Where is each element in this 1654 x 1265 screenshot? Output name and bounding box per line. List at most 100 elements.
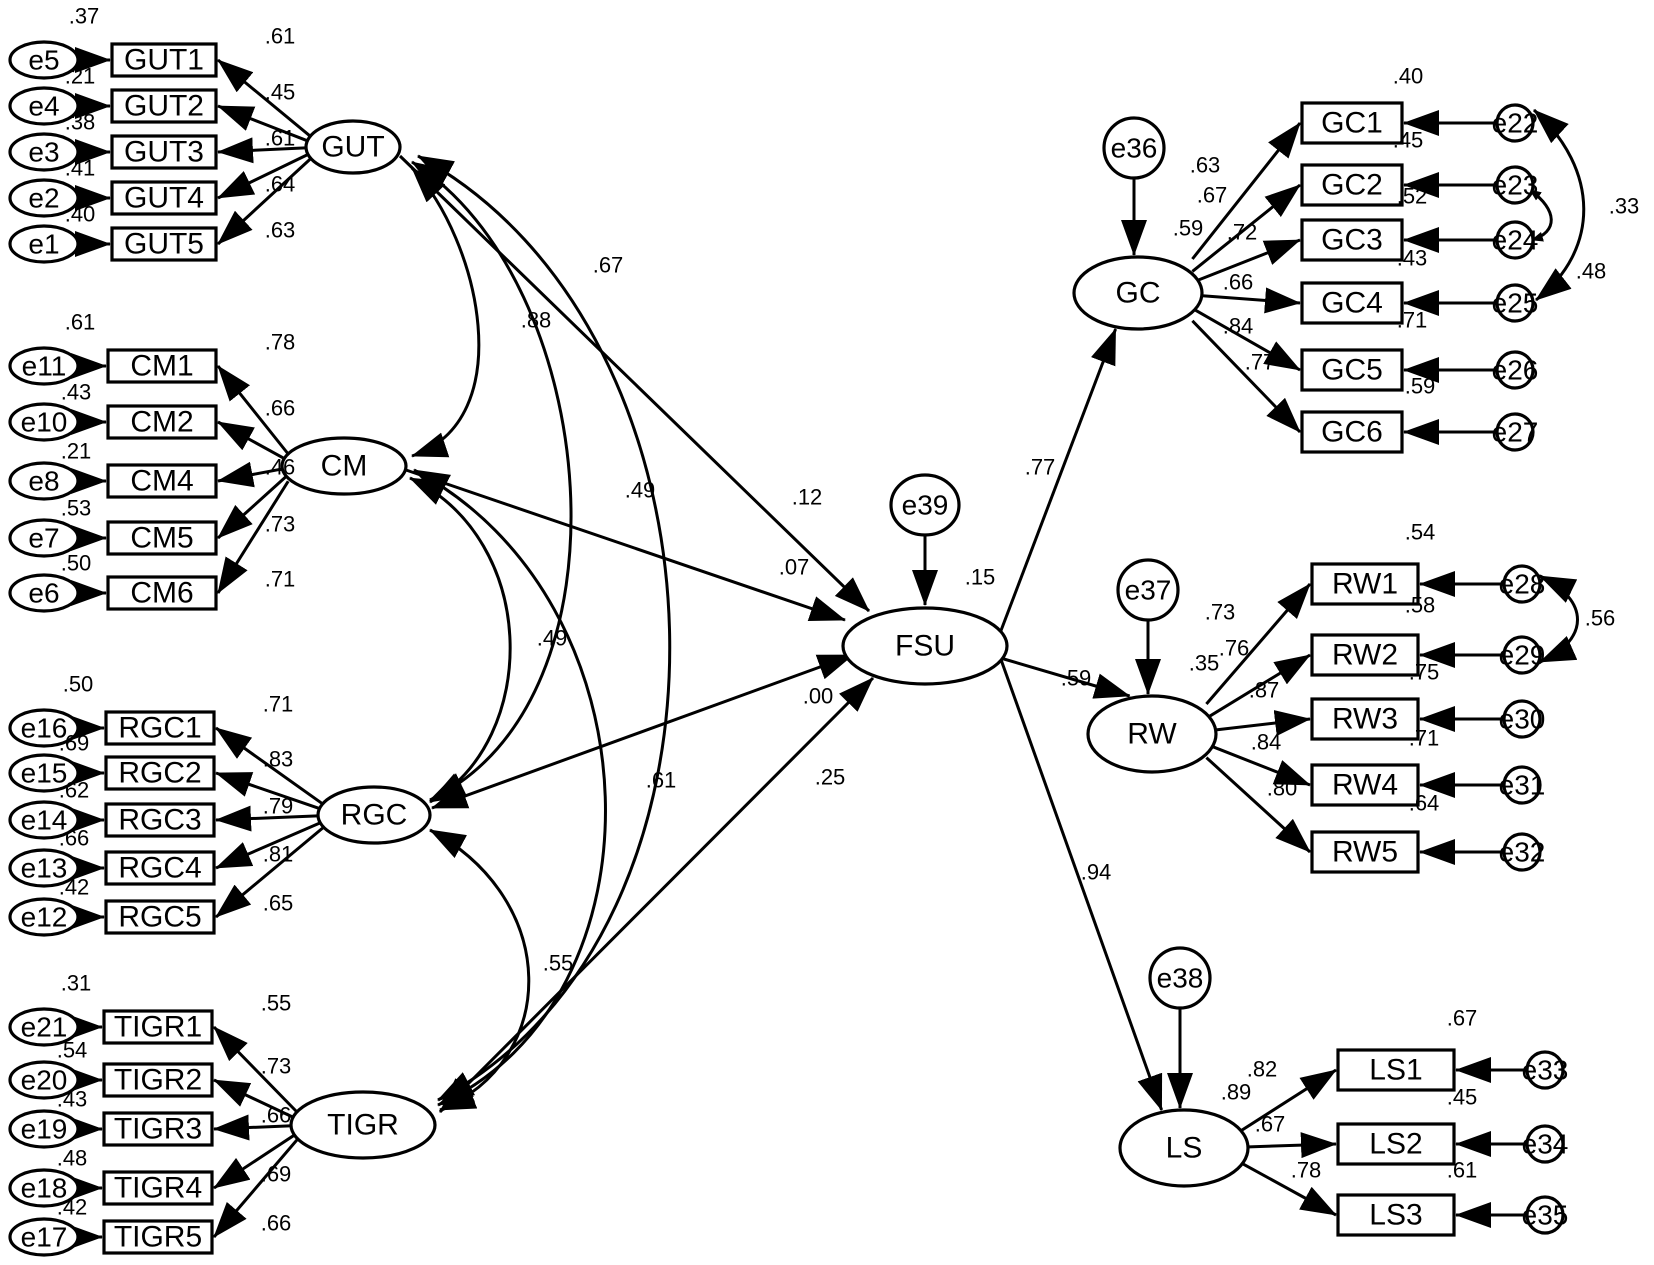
rsq-ls2-value: .45 (1447, 1085, 1478, 1110)
rsq-gc6-value: .59 (1405, 374, 1436, 399)
rsq-ls1-value: .67 (1447, 1006, 1478, 1031)
observed-ls2-box (1336, 1122, 1456, 1166)
error-e20-circle (8, 1060, 80, 1100)
path-fsu-rw-value: .59 (1061, 666, 1092, 691)
rsq-rgc5-value: .42 (59, 875, 90, 900)
corr-gc-e22-e24-value: .48 (1576, 259, 1607, 284)
loading-cm-cm1-arrow (216, 365, 290, 455)
rsq-rw5-value: .64 (1409, 791, 1440, 816)
loading-rw-5-value: .80 (1267, 776, 1298, 801)
observed-gc5-box (1300, 348, 1404, 392)
error-e15-label: e15 (21, 758, 68, 789)
error-e6-label: e6 (28, 578, 59, 609)
error-e14-label: e14 (21, 805, 68, 836)
error-e2-circle (8, 178, 80, 218)
error-e18-label: e18 (21, 1173, 68, 1204)
error-e39-circle (889, 473, 961, 537)
loading-gut-gut5-arrow (216, 157, 312, 246)
rsq-cm6-value: .50 (61, 551, 92, 576)
latent-rgc-label: RGC (341, 799, 408, 832)
error-e5-label: e5 (28, 45, 59, 76)
loading-rgc-rgc1-arrow (215, 726, 325, 806)
observed-rgc3-label: RGC3 (118, 804, 201, 837)
diagram-nodes: GUT1e5GUT2e4GUT3e3GUT4e2GUT5e1GUTCM1e11C… (8, 40, 1569, 1257)
error-e31-circle (1502, 765, 1542, 805)
error-e8-label: e8 (28, 466, 59, 497)
loading-gut-gut2-arrow (217, 104, 312, 144)
rsq-gc2-value: .45 (1393, 128, 1424, 153)
rsq-gc4-value: .43 (1397, 246, 1428, 271)
rsq-rgc3-value: .62 (59, 778, 90, 803)
latent-fsu-label: FSU (895, 630, 955, 663)
error-e3-circle (8, 132, 80, 172)
rsq-tigr2-value: .54 (57, 1038, 88, 1063)
loading-gc-gc4-arrow (1192, 287, 1301, 314)
error-e10-label: e10 (21, 407, 68, 438)
observed-rgc1-label: RGC1 (118, 712, 201, 745)
loading-cm-3-value: .46 (265, 455, 296, 480)
error-e35-label: e35 (1522, 1200, 1569, 1231)
path-fsu-gc-arrow (999, 328, 1118, 633)
corr-e23-e24-curve (1529, 188, 1553, 242)
error-e4-label: e4 (28, 91, 59, 122)
path-rgc-fsu-arrow (431, 653, 854, 810)
loading-gc-gc6-arrow (1191, 319, 1302, 434)
loading-rgc-3-value: .79 (263, 794, 294, 819)
rsq-gut1-value: .37 (69, 4, 100, 29)
loading-tigr-tigr2-arrow (213, 1078, 299, 1121)
corr-cm-rgc-value: .49 (537, 626, 568, 651)
error-e29-circle (1502, 635, 1542, 675)
rsq-tigr1-value: .31 (61, 971, 92, 996)
corr-gc-e22-e25-value: .33 (1609, 194, 1640, 219)
observed-cm1-label: CM1 (130, 350, 193, 383)
corr-gut-rgc-value: .49 (625, 478, 656, 503)
loading-cm-cm4-arrow (217, 461, 289, 488)
loading-tigr-1-value: .55 (261, 991, 292, 1016)
observed-tigr1-label: TIGR1 (114, 1011, 202, 1044)
observed-rgc2-label: RGC2 (118, 757, 201, 790)
rsq-gc3-value: .52 (1397, 184, 1428, 209)
error-e22-circle (1495, 103, 1535, 143)
latent-cm-oval (280, 436, 408, 496)
path-cm-fsu-value: .07 (779, 555, 810, 580)
observed-rgc3-box (104, 802, 216, 838)
observed-ls3-label: LS3 (1369, 1199, 1422, 1232)
loading-tigr-2-value: .73 (261, 1054, 292, 1079)
observed-gut2-label: GUT2 (124, 90, 204, 123)
observed-gut1-label: GUT1 (124, 44, 204, 77)
corr-rgc-tigr-curve (429, 828, 531, 1112)
loading-rw-rw3-arrow (1206, 710, 1311, 736)
loading-gc-6-value: .77 (1245, 350, 1276, 375)
loading-rgc-4-value: .81 (263, 842, 294, 867)
error-e1-label: e1 (28, 229, 59, 260)
path-cm-fsu-arrow (405, 468, 846, 622)
observed-gc2-label: GC2 (1321, 169, 1383, 202)
loading-gut-1-value: .61 (265, 24, 296, 49)
rsq-gc-value: .59 (1173, 216, 1204, 241)
error-e27-circle (1495, 412, 1535, 452)
latent-rw-label: RW (1127, 718, 1177, 751)
loading-cm-cm5-arrow (216, 473, 290, 540)
observed-tigr4-box (102, 1170, 214, 1206)
path-fsu-rw-arrow (1000, 656, 1131, 699)
error-e4-circle (8, 86, 80, 126)
path-fsu-ls-value: .94 (1081, 860, 1112, 885)
loading-gut-gut4-arrow (217, 151, 312, 200)
error-e36-label: e36 (1111, 133, 1158, 164)
rsq-gut2-value: .21 (65, 64, 96, 89)
rsq-cm1-value: .61 (65, 310, 96, 335)
loading-rw-rw2-arrow (1205, 653, 1311, 720)
rsq-rw2-value: .58 (1405, 593, 1436, 618)
error-e19-label: e19 (21, 1114, 68, 1145)
corr-rw-e28-e29-value: .56 (1585, 606, 1616, 631)
rsq-gc5-value: .71 (1397, 308, 1428, 333)
rsq-tigr5-value: .42 (57, 1195, 88, 1220)
latent-gc-oval (1072, 255, 1204, 331)
error-e3-label: e3 (28, 137, 59, 168)
loading-gc-gc1-arrow (1191, 122, 1302, 260)
error-e20-label: e20 (21, 1065, 68, 1096)
rsq-rgc4-value: .66 (59, 826, 90, 851)
latent-rw-oval (1086, 694, 1218, 774)
observed-gc4-box (1300, 281, 1404, 325)
